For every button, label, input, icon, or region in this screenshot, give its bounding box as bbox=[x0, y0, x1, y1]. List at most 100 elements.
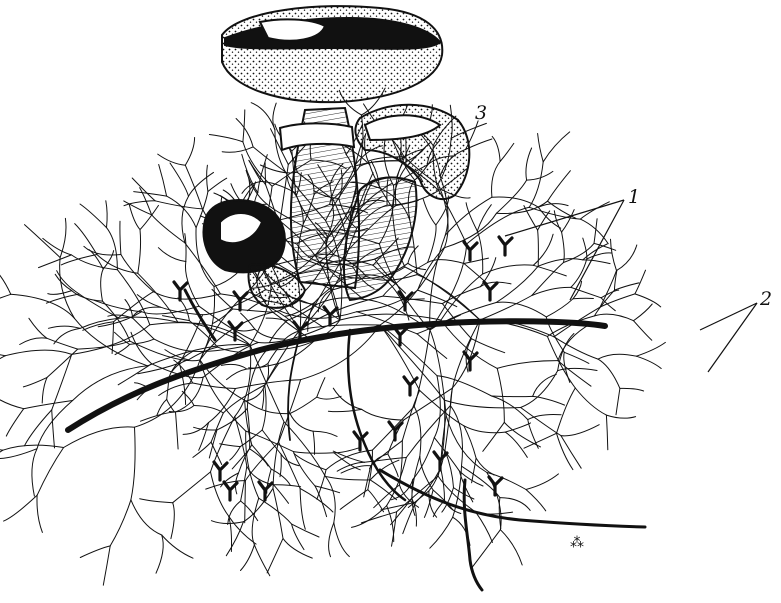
hypha bbox=[450, 406, 462, 467]
hypha bbox=[39, 255, 72, 268]
hypha bbox=[260, 165, 297, 173]
hypha bbox=[635, 294, 661, 307]
hypha bbox=[130, 339, 155, 344]
root-tip bbox=[214, 462, 227, 480]
hypha bbox=[526, 474, 559, 490]
hypha bbox=[0, 396, 24, 409]
leader-2a bbox=[700, 303, 757, 330]
main-root bbox=[68, 321, 605, 430]
hypha bbox=[620, 388, 644, 391]
hypha bbox=[548, 171, 571, 202]
hypha bbox=[329, 523, 334, 557]
hypha bbox=[72, 325, 150, 355]
hypha bbox=[0, 426, 3, 450]
hypha bbox=[293, 452, 334, 454]
hypha bbox=[254, 545, 269, 576]
hypha bbox=[0, 450, 3, 465]
hypha bbox=[480, 296, 532, 321]
hypha bbox=[387, 506, 394, 542]
root-tip bbox=[399, 292, 412, 310]
hypha bbox=[636, 342, 665, 356]
hypha bbox=[430, 244, 467, 330]
hypha bbox=[32, 449, 37, 496]
hypha bbox=[317, 470, 326, 500]
hypha bbox=[241, 545, 255, 571]
leader-1a bbox=[505, 200, 624, 236]
hypha bbox=[133, 318, 154, 339]
hypha bbox=[131, 427, 135, 500]
hypha bbox=[157, 399, 167, 415]
hypha bbox=[634, 321, 652, 341]
hypha bbox=[554, 337, 598, 359]
hypha bbox=[71, 255, 117, 270]
hypha bbox=[423, 199, 436, 225]
hypha bbox=[262, 389, 264, 409]
hypha bbox=[388, 454, 398, 477]
hypha bbox=[417, 334, 447, 359]
hypha bbox=[492, 197, 538, 207]
hypha bbox=[635, 270, 646, 294]
hypha bbox=[380, 325, 437, 376]
hypha bbox=[273, 488, 283, 538]
hypha bbox=[55, 274, 71, 290]
hypha bbox=[292, 524, 304, 550]
hypha bbox=[120, 221, 121, 254]
hypha bbox=[266, 318, 287, 320]
hypha bbox=[290, 414, 313, 432]
hypha bbox=[48, 291, 72, 295]
hypha bbox=[441, 274, 483, 320]
hypha bbox=[598, 354, 636, 359]
hypha bbox=[47, 349, 78, 377]
hypha bbox=[80, 546, 110, 558]
hypha bbox=[492, 162, 501, 198]
hypha bbox=[283, 538, 312, 558]
hypha bbox=[263, 363, 279, 389]
hypha bbox=[103, 251, 113, 269]
hypha bbox=[243, 142, 272, 186]
hypha bbox=[606, 415, 635, 418]
hypha bbox=[245, 400, 290, 413]
hypha bbox=[601, 290, 619, 298]
hypha bbox=[450, 320, 480, 406]
hypha bbox=[20, 338, 47, 345]
label-mycorrhiza: 1 bbox=[628, 186, 640, 208]
hypha bbox=[4, 495, 38, 521]
hypha bbox=[595, 314, 634, 321]
root-tip bbox=[489, 477, 502, 495]
hypha bbox=[212, 289, 233, 309]
hypha bbox=[155, 201, 202, 209]
hypha bbox=[594, 219, 597, 244]
hypha bbox=[280, 454, 281, 476]
hypha bbox=[428, 225, 436, 263]
hypha bbox=[227, 369, 247, 380]
hypha bbox=[176, 377, 204, 412]
hypha bbox=[106, 201, 107, 228]
hypha bbox=[471, 339, 504, 353]
hypha bbox=[362, 409, 404, 420]
hypha bbox=[159, 165, 167, 197]
leader-lines bbox=[505, 200, 757, 372]
hypha bbox=[0, 331, 5, 356]
hypha bbox=[80, 204, 107, 228]
hypha bbox=[162, 535, 193, 558]
hypha bbox=[29, 318, 47, 338]
root-tip bbox=[484, 282, 497, 300]
hypha bbox=[595, 290, 615, 316]
hypha bbox=[156, 535, 163, 573]
hypha bbox=[209, 135, 243, 142]
hypha bbox=[246, 431, 294, 452]
hypha bbox=[526, 148, 532, 180]
hypha bbox=[134, 192, 167, 197]
hypha bbox=[294, 453, 326, 469]
hypha bbox=[158, 248, 185, 262]
hypha bbox=[315, 486, 340, 493]
label-mushroom: 3 bbox=[475, 102, 487, 124]
hypha bbox=[521, 408, 561, 436]
hypha bbox=[75, 224, 97, 255]
root-tip bbox=[224, 482, 237, 500]
hypha bbox=[464, 426, 476, 458]
hypha bbox=[138, 230, 141, 274]
hypha bbox=[313, 431, 337, 436]
hypha bbox=[37, 401, 73, 449]
